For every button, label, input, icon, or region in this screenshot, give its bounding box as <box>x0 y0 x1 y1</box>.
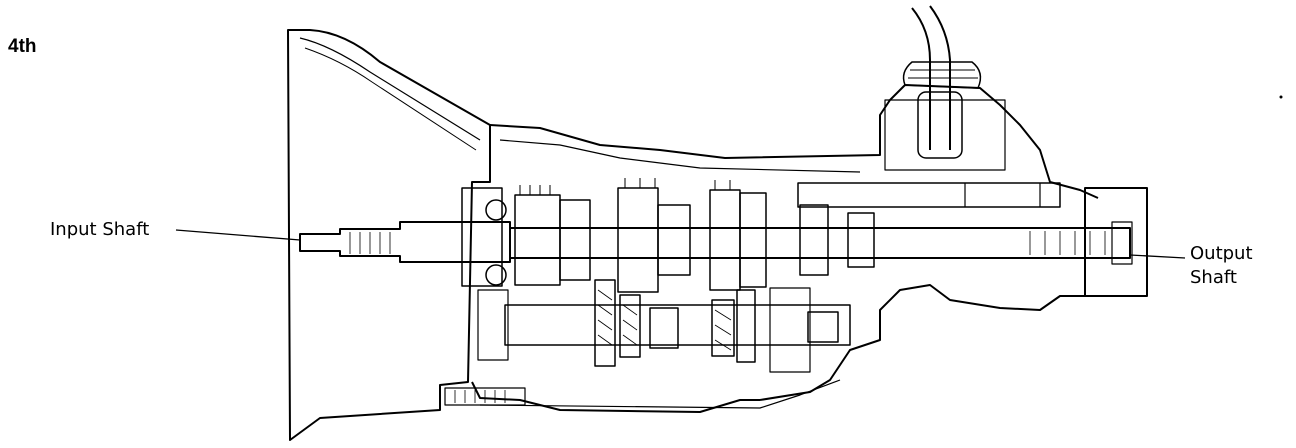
drain-plug <box>444 387 526 406</box>
input-shaft-splines <box>349 232 391 254</box>
front-bearing-lower <box>485 264 507 286</box>
gear-1st <box>709 189 741 291</box>
output-shaft <box>510 227 1131 259</box>
output-shaft-label-line1: Output <box>1190 243 1253 264</box>
shift-rail <box>797 182 1061 208</box>
speedo-drive-gear <box>847 212 875 268</box>
counter-gear-1 <box>594 279 616 367</box>
shift-lever-left <box>911 7 931 150</box>
shift-lever-right <box>929 5 951 150</box>
rear-extension <box>1084 187 1148 297</box>
front-bearing-upper <box>485 199 507 221</box>
output-shaft-label: Output Shaft <box>1190 242 1253 290</box>
extension-lower <box>759 284 1085 401</box>
upper-case-outline <box>489 84 1099 199</box>
shift-boot-ribs <box>908 69 978 79</box>
counter-gear-hatch <box>597 289 732 351</box>
stray-dot <box>1279 95 1283 99</box>
shift-lever-base <box>917 91 963 159</box>
gear-4th-synchro <box>514 194 561 286</box>
counter-rear-bearing <box>769 287 811 373</box>
shift-rail-fork <box>964 183 1041 207</box>
gear-heading: 4th <box>8 36 37 57</box>
oil-pan-line <box>479 379 841 409</box>
gear-3rd <box>559 199 591 281</box>
output-shaft-leader <box>1129 254 1186 259</box>
output-shaft-label-line2: Shaft <box>1190 267 1237 288</box>
counter-gear-4 <box>711 299 735 357</box>
synchro-hub-1 <box>617 187 659 293</box>
counter-gear-5 <box>736 289 756 363</box>
shift-boot <box>902 61 982 89</box>
synchro-hub-2 <box>739 192 767 288</box>
bellhousing <box>287 29 491 441</box>
lower-case-outline <box>471 381 760 413</box>
bellhousing-inner-rib-2 <box>304 47 477 151</box>
upper-case-inner <box>499 139 861 173</box>
gear-2nd <box>657 204 691 276</box>
gear-teeth-top <box>519 178 731 195</box>
bellhousing-inner-rib <box>299 37 481 141</box>
input-shaft <box>299 221 511 263</box>
counter-front-bearing <box>477 289 509 361</box>
output-shaft-splines <box>1029 231 1106 255</box>
counter-gear-6 <box>807 311 839 343</box>
counter-gear-2 <box>619 294 641 358</box>
front-bearing-retainer <box>461 187 503 287</box>
drain-plug-thread <box>454 390 506 403</box>
shift-tower-housing <box>884 99 1006 171</box>
output-shaft-seal <box>1111 221 1133 265</box>
input-shaft-leader <box>175 229 301 241</box>
counter-gear-3 <box>649 307 679 349</box>
reverse-gear <box>799 204 829 276</box>
input-shaft-label: Input Shaft <box>50 219 150 240</box>
